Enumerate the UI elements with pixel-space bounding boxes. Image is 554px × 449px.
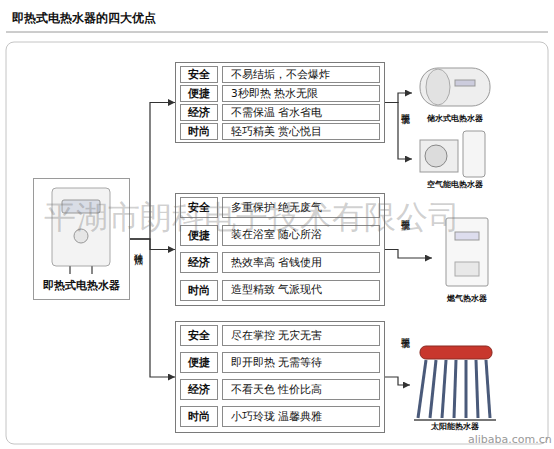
- main-product: 即热式电热水器: [33, 178, 130, 300]
- comparison-label: 明显优于: [401, 106, 411, 110]
- row-text: 热效率高 省钱使用: [222, 252, 380, 273]
- row-label: 经济: [180, 104, 218, 121]
- row-text: 即开即热 无需等待: [222, 352, 380, 373]
- row-label: 时尚: [180, 280, 218, 301]
- row-text: 轻巧精美 赏心悦目: [222, 123, 380, 140]
- advantage-group: 安全多重保护 绝无废气便捷装在浴室 随心所浴经济热效率高 省钱使用时尚造型精致 …: [175, 193, 385, 306]
- connector-arrow: [385, 103, 412, 160]
- row-text: 多重保护 绝无废气: [222, 197, 380, 218]
- gas-heater-illustration: [446, 218, 488, 286]
- advantage-group: 安全尽在掌控 无灾无害便捷即开即热 无需等待经济不看天色 性价比高时尚小巧玲珑 …: [175, 321, 385, 433]
- advantage-row: 便捷即开即热 无需等待: [180, 352, 380, 373]
- advantage-row: 经济热效率高 省钱使用: [180, 252, 380, 273]
- row-text: 不需保温 省水省电: [222, 104, 380, 121]
- row-text: 尽在掌控 无灾无害: [222, 325, 380, 346]
- competitor-product: 储水式电热水器: [412, 62, 497, 124]
- row-text: 3秒即热 热水无限: [222, 85, 380, 102]
- branch-label: 独特优点: [134, 246, 144, 250]
- diagram-title: 即热式电热水器的四大优点: [12, 10, 156, 27]
- advantage-row: 安全不易结垢，不会爆炸: [180, 66, 380, 83]
- row-label: 经济: [180, 252, 218, 273]
- comparison-label: 明显优于: [401, 330, 411, 334]
- connector-arrow: [130, 103, 175, 240]
- row-label: 便捷: [180, 352, 218, 373]
- advantage-row: 便捷装在浴室 随心所浴: [180, 225, 380, 246]
- connector-arrow: [130, 239, 175, 250]
- row-text: 装在浴室 随心所浴: [222, 225, 380, 246]
- competitor-product: 太阳能热水器: [410, 338, 500, 432]
- row-label: 经济: [180, 379, 218, 400]
- connector-arrow: [385, 377, 410, 385]
- advantage-group: 安全不易结垢，不会爆炸便捷3秒即热 热水无限经济不需保温 省水省电时尚轻巧精美 …: [175, 62, 385, 143]
- row-label: 时尚: [180, 123, 218, 140]
- air-source-heater-illustration: [420, 131, 485, 177]
- advantage-row: 便捷3秒即热 热水无限: [180, 85, 380, 102]
- competitor-product: 空气能电热水器: [412, 128, 497, 190]
- advantage-row: 经济不需保温 省水省电: [180, 104, 380, 121]
- connector-arrow: [385, 250, 432, 259]
- row-text: 小巧玲珑 温馨典雅: [222, 406, 380, 427]
- watermark: alibaba.com.cn: [468, 433, 552, 446]
- node-caption: 空气能电热水器: [412, 179, 497, 190]
- node-caption: 燃气热水器: [432, 293, 502, 304]
- comparison-label: 明显优于: [401, 212, 411, 216]
- advantage-row: 经济不看天色 性价比高: [180, 379, 380, 400]
- node-caption: 即热式电热水器: [34, 278, 129, 293]
- connector-arrow: [130, 239, 175, 377]
- watermark: 平湖市朗科电子技术有限公司: [44, 196, 460, 240]
- row-label: 便捷: [180, 85, 218, 102]
- row-label: 安全: [180, 197, 218, 218]
- row-label: 时尚: [180, 406, 218, 427]
- solar-heater-illustration: [414, 346, 496, 420]
- row-label: 安全: [180, 66, 218, 83]
- advantage-row: 时尚轻巧精美 赏心悦目: [180, 123, 380, 140]
- advantage-row: 时尚造型精致 气派现代: [180, 280, 380, 301]
- storage-heater-illustration: [420, 68, 490, 106]
- competitor-product: 燃气热水器: [432, 212, 502, 304]
- advantage-row: 时尚小巧玲珑 温馨典雅: [180, 406, 380, 427]
- advantage-row: 安全多重保护 绝无废气: [180, 197, 380, 218]
- row-text: 不易结垢，不会爆炸: [222, 66, 380, 83]
- row-label: 安全: [180, 325, 218, 346]
- instant-heater-illustration: [52, 188, 110, 274]
- advantage-row: 安全尽在掌控 无灾无害: [180, 325, 380, 346]
- node-caption: 储水式电热水器: [412, 113, 497, 124]
- row-label: 便捷: [180, 225, 218, 246]
- node-caption: 太阳能热水器: [410, 421, 500, 432]
- row-text: 造型精致 气派现代: [222, 280, 380, 301]
- outer-frame: [6, 42, 548, 444]
- connector-arrow: [385, 93, 412, 103]
- title-rule: [6, 32, 548, 33]
- row-text: 不看天色 性价比高: [222, 379, 380, 400]
